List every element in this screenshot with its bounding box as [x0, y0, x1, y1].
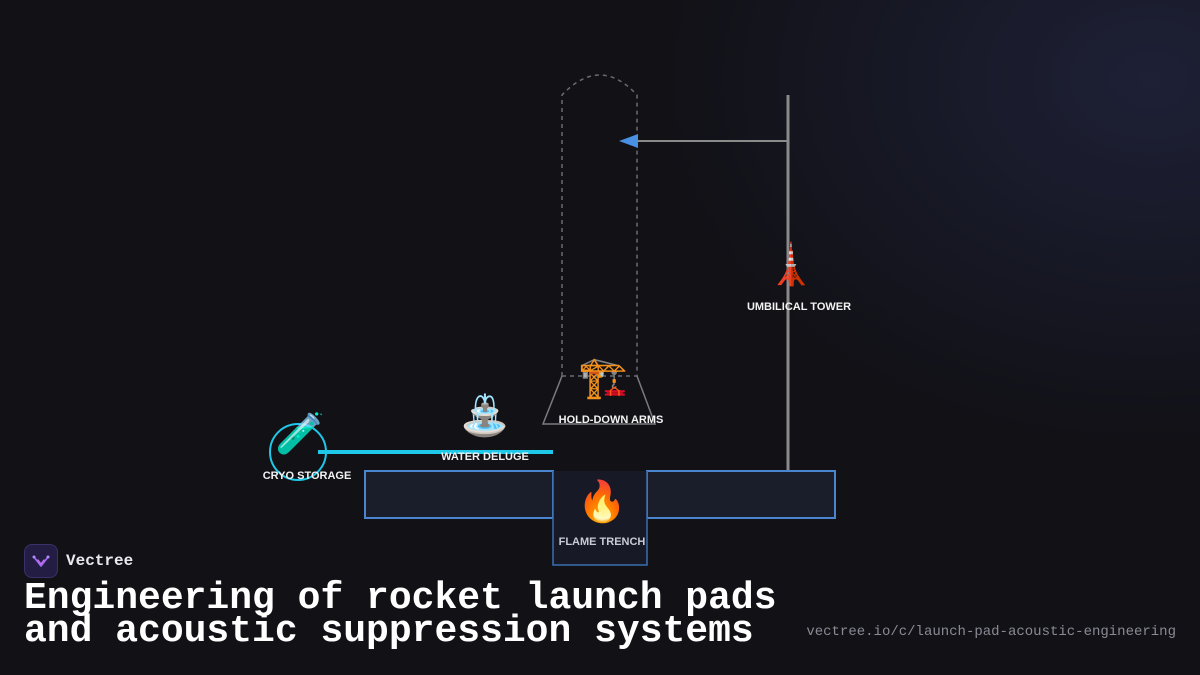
rocket-outline	[561, 74, 638, 376]
brand: Vectree	[24, 544, 133, 578]
page-title: Engineering of rocket launch pads and ac…	[24, 577, 784, 653]
flame-trench	[552, 471, 648, 566]
title-line-1: Engineering of rocket launch pads	[24, 577, 777, 620]
umbilical-arm-arrowhead	[619, 134, 638, 148]
tower-icon: 🗼	[766, 242, 816, 288]
crane-icon: 🏗️	[578, 355, 628, 401]
test-tube-icon: 🧪	[275, 411, 325, 457]
fire-icon: 🔥	[577, 479, 627, 525]
cryo-storage-label: CRYO STORAGE	[262, 470, 352, 482]
fountain-icon: ⛲	[460, 393, 510, 439]
source-url: vectree.io/c/launch-pad-acoustic-enginee…	[806, 624, 1176, 640]
brand-name: Vectree	[66, 552, 134, 570]
pad-deck-right	[646, 470, 836, 519]
flame-trench-label: FLAME TRENCH	[558, 536, 646, 548]
hold-down-mount	[541, 375, 657, 425]
water-deluge-label: WATER DELUGE	[441, 451, 529, 463]
umbilical-tower-label: UMBILICAL TOWER	[746, 301, 852, 313]
pad-deck-left	[364, 470, 554, 519]
hold-down-arms-label: HOLD-DOWN ARMS	[558, 414, 664, 426]
title-line-2: and acoustic suppression systems	[24, 610, 754, 653]
cryo-storage-ring	[269, 423, 327, 481]
vectree-logo-icon	[24, 544, 58, 578]
